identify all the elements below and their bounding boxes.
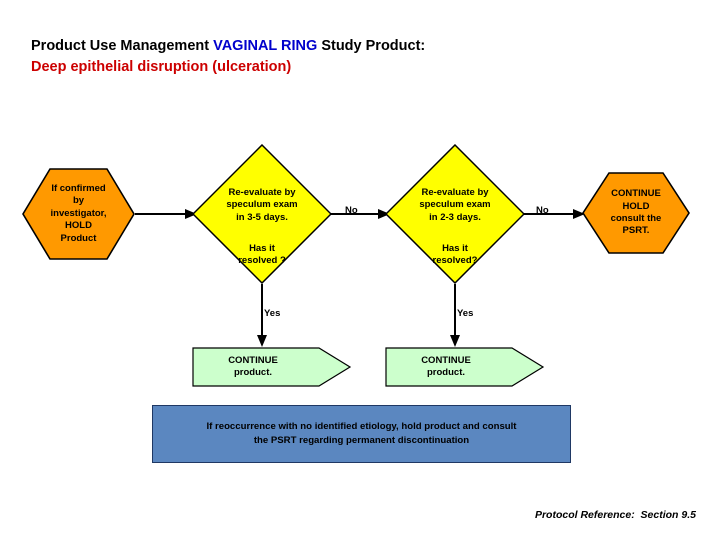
node-continue-product-1-textwrap: CONTINUE product.: [192, 347, 314, 387]
node-reevaluate-1-label-bottom: Has it resolved ?: [238, 243, 286, 267]
node-continue-product-1: CONTINUE product.: [192, 347, 352, 387]
protocol-reference: Protocol Reference: Section 9.5: [534, 509, 696, 521]
title-product-highlight: VAGINAL RING: [213, 38, 318, 54]
node-continue-product-2-textwrap: CONTINUE product.: [385, 347, 507, 387]
node-reevaluate-2-label-top: Re-evaluate by speculum exam in 2-3 days…: [419, 187, 491, 223]
reoccurrence-note-text: If reoccurrence with no identified etiol…: [206, 421, 517, 446]
diamond-shape: [192, 144, 332, 284]
node-reevaluate-2-label-bottom: Has it resolved?: [432, 243, 478, 267]
title-text-part1: Product Use Management: [31, 38, 214, 54]
node-continue-hold: CONTINUE HOLD consult the PSRT.: [582, 172, 690, 254]
page-title: Product Use Management VAGINAL RING Stud…: [31, 36, 651, 78]
diamond-shape: [385, 144, 525, 284]
node-continue-product-1-label: CONTINUE product.: [228, 354, 278, 378]
connector-reevaluate2-to-continue-product2: [450, 284, 460, 347]
arrow-pentagon-shape: [192, 347, 352, 387]
title-line-2: Deep epithelial disruption (ulceration): [31, 59, 292, 75]
title-text-part2: Study Product:: [317, 38, 426, 54]
title-line-1: Product Use Management VAGINAL RING Stud…: [31, 36, 651, 57]
hexagon-shape: [582, 172, 690, 254]
reoccurrence-note-box: If reoccurrence with no identified etiol…: [152, 405, 571, 463]
node-continue-product-2: CONTINUE product.: [385, 347, 545, 387]
connector-reevaluate1-to-reevaluate2: [331, 209, 390, 219]
node-continue-hold-label: CONTINUE HOLD consult the PSRT.: [610, 188, 662, 237]
edge-label-no-2: No: [536, 205, 549, 216]
connector-reevaluate2-to-continue-hold: [524, 209, 585, 219]
node-reevaluate-2: Re-evaluate by speculum exam in 2-3 days…: [385, 144, 525, 284]
node-continue-product-2-label: CONTINUE product.: [421, 354, 471, 378]
node-reevaluate-1-label-top: Re-evaluate by speculum exam in 3-5 days…: [226, 187, 298, 223]
edge-label-no-1: No: [345, 205, 358, 216]
node-hold-product: If confirmed by investigator, HOLD Produ…: [22, 168, 135, 260]
connector-hold-to-reevaluate1: [135, 209, 197, 219]
edge-label-yes-1: Yes: [264, 308, 281, 319]
edge-label-yes-2: Yes: [457, 308, 474, 319]
node-hold-product-label: If confirmed by investigator, HOLD Produ…: [50, 182, 107, 244]
arrow-pentagon-shape: [385, 347, 545, 387]
hexagon-shape: [22, 168, 135, 260]
connector-reevaluate1-to-continue-product1: [257, 284, 267, 347]
node-reevaluate-1: Re-evaluate by speculum exam in 3-5 days…: [192, 144, 332, 284]
